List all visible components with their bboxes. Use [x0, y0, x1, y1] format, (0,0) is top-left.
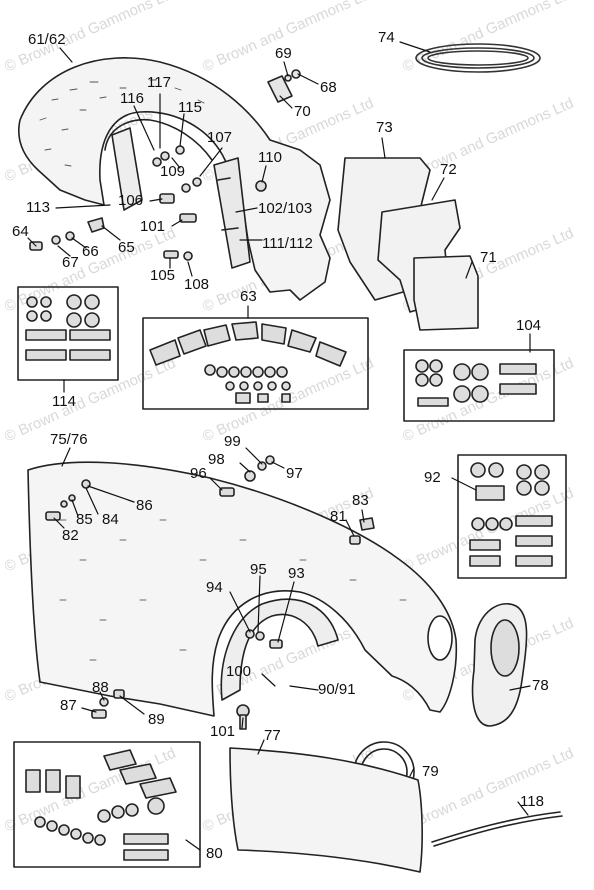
kit-92-box — [457, 454, 567, 579]
valance-panel-drawing — [229, 747, 423, 873]
callout-117: 117 — [147, 74, 171, 91]
callout-82: 82 — [62, 527, 79, 544]
callout-92: 92 — [424, 469, 441, 486]
callout-109: 109 — [160, 163, 186, 180]
callout-97: 97 — [286, 465, 303, 482]
callout-111-112: 111/112 — [262, 235, 313, 252]
callout-96: 96 — [190, 465, 207, 482]
callout-75-76: 75/76 — [50, 431, 88, 448]
kit-63-box — [142, 317, 369, 410]
bracket-drawing — [267, 69, 301, 103]
callout-106: 106 — [118, 192, 144, 209]
beading-strip-drawing — [431, 811, 563, 847]
callout-101: 101 — [140, 218, 166, 235]
callout-61-62: 61/62 — [28, 31, 66, 48]
callout-100: 100 — [226, 663, 252, 680]
callout-83: 83 — [352, 492, 369, 509]
callout-71: 71 — [480, 249, 497, 266]
callout-113: 113 — [26, 199, 50, 216]
wing-fixings-drawing — [45, 455, 375, 730]
callout-88: 88 — [92, 679, 109, 696]
callout-89: 89 — [148, 711, 165, 728]
callout-78: 78 — [532, 677, 549, 694]
callout-115: 115 — [178, 99, 202, 116]
callout-95: 95 — [250, 561, 267, 578]
callout-102-103: 102/103 — [258, 200, 313, 217]
callout-99: 99 — [224, 433, 241, 450]
callout-105: 105 — [150, 267, 176, 284]
callout-63: 63 — [240, 288, 257, 305]
callout-67: 67 — [62, 254, 79, 271]
callout-64: 64 — [12, 223, 29, 240]
callout-80: 80 — [206, 845, 223, 862]
seal-coil-drawing — [415, 43, 541, 73]
callout-101-lower: 101 — [210, 723, 236, 740]
callout-110: 110 — [258, 149, 282, 166]
callout-93: 93 — [288, 565, 305, 582]
callout-69: 69 — [275, 45, 292, 62]
callout-73: 73 — [376, 119, 393, 136]
callout-84: 84 — [102, 511, 119, 528]
callout-108: 108 — [184, 276, 210, 293]
seal-strips-drawing — [337, 157, 479, 331]
kit-80-box — [13, 741, 201, 868]
callout-81: 81 — [330, 508, 347, 525]
callout-68: 68 — [320, 79, 337, 96]
callout-86: 86 — [136, 497, 153, 514]
callout-107: 107 — [207, 129, 233, 146]
callout-65: 65 — [118, 239, 135, 256]
callout-98: 98 — [208, 451, 225, 468]
valance-fixings-drawing — [29, 145, 267, 261]
callout-104: 104 — [516, 317, 542, 334]
callout-87: 87 — [60, 697, 77, 714]
callout-77: 77 — [264, 727, 281, 744]
kit-104-box — [403, 349, 555, 422]
callout-74: 74 — [378, 29, 395, 46]
callout-79: 79 — [422, 763, 439, 780]
kit-114-box — [17, 286, 119, 381]
callout-116: 116 — [120, 90, 144, 107]
callout-94: 94 — [206, 579, 223, 596]
callout-72: 72 — [440, 161, 457, 178]
callout-85: 85 — [76, 511, 93, 528]
callout-114: 114 — [52, 393, 76, 410]
callout-70: 70 — [294, 103, 311, 120]
callout-66: 66 — [82, 243, 99, 260]
callout-90-91: 90/91 — [318, 681, 356, 698]
leader-lines — [27, 41, 531, 851]
callout-118: 118 — [520, 793, 544, 810]
headlamp-bowl-drawing — [471, 603, 528, 727]
